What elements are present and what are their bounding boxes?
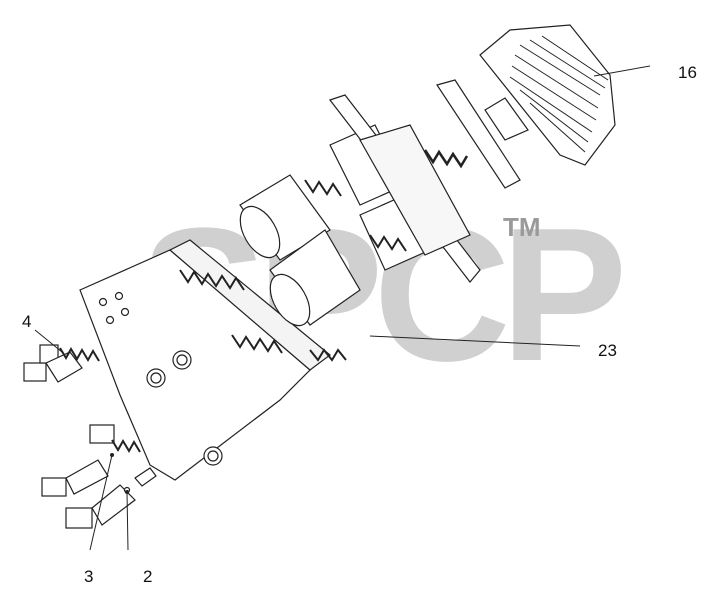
callout-16: 16 [678, 63, 697, 82]
callout-2: 2 [143, 567, 153, 586]
upper-cylinder [239, 174, 331, 261]
end-plate [436, 79, 521, 189]
flange-plate [329, 94, 481, 283]
spring-left-middle [231, 334, 283, 354]
main-housing-block [79, 239, 331, 481]
valve-plug-2 [65, 467, 157, 529]
leader-dot-3 [110, 453, 114, 457]
valve-plug-4 [23, 344, 83, 383]
leader-line-2 [126, 491, 129, 551]
trademark-mark: TM [503, 212, 541, 242]
spring-plug-3 [111, 439, 141, 453]
spring-right-upper [304, 179, 342, 197]
leader-line-16 [593, 65, 651, 77]
middle-cylinder [269, 229, 361, 327]
callout-4: 4 [22, 312, 32, 331]
leader-line-3 [89, 454, 113, 551]
leader-line-23 [369, 335, 581, 347]
spring-plug-4 [59, 347, 100, 362]
callout-3: 3 [84, 567, 94, 586]
leader-line-4 [34, 329, 63, 353]
spring-23 [309, 348, 347, 362]
spring-flange [423, 149, 469, 169]
valve-plug-3 [41, 424, 115, 497]
finned-cover [479, 24, 616, 166]
leader-dot-2 [125, 490, 129, 494]
spring-right-middle [369, 234, 407, 252]
callout-23: 23 [598, 341, 617, 360]
end-bolt [484, 97, 529, 141]
spring-left-upper [179, 269, 245, 291]
